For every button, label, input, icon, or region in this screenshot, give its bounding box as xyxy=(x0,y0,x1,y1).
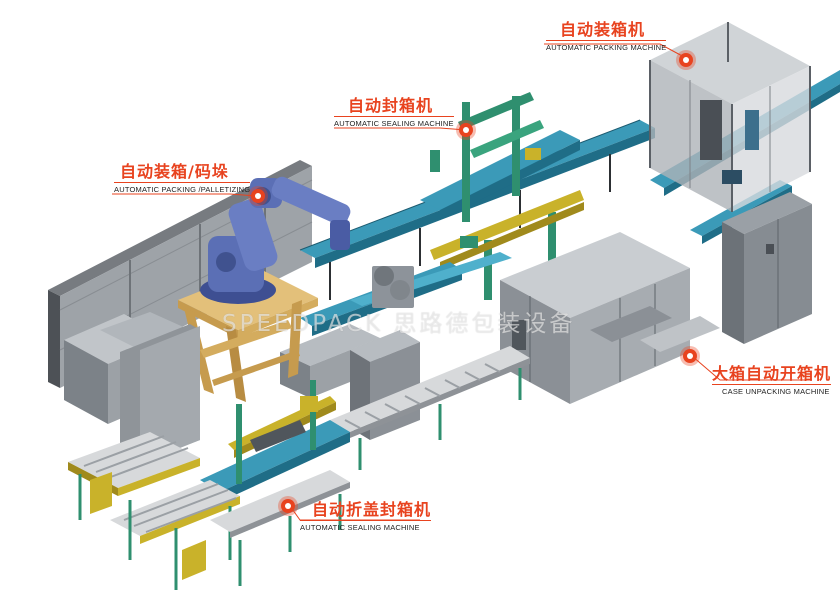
middle-conveyor xyxy=(300,252,512,336)
marker-case-unpacking xyxy=(683,349,697,363)
callout-sealing-top: 自动封箱机 AUTOMATIC SEALING MACHINE xyxy=(334,96,454,129)
callout-underline xyxy=(300,520,432,521)
callout-title: 自动装箱机 xyxy=(560,20,646,39)
callout-title: 自动封箱机 xyxy=(348,96,434,115)
callout-title: 大箱自动开箱机 xyxy=(712,364,832,383)
packing-machine xyxy=(649,22,811,212)
callout-case-unpacking: 大箱自动开箱机 CASE UNPACKING MACHINE xyxy=(712,364,832,397)
leader-lines xyxy=(112,43,812,521)
marker-sealing-top xyxy=(459,123,473,137)
robot-cell xyxy=(178,176,351,402)
callout-subtitle: AUTOMATIC PACKING /PALLETIZING xyxy=(114,185,251,194)
sealing-machine-top xyxy=(420,92,584,300)
callout-fold-sealing: 自动折盖封箱机 AUTOMATIC SEALING MACHINE xyxy=(300,500,432,533)
callout-subtitle: CASE UNPACKING MACHINE xyxy=(722,387,830,396)
case-unpacking-machine xyxy=(500,232,720,404)
callout-underline xyxy=(712,384,832,385)
callout-subtitle: AUTOMATIC PACKING MACHINE xyxy=(546,43,667,52)
roller-conveyor-lower xyxy=(330,346,530,470)
roller-conveyor-bottom-left xyxy=(68,432,240,590)
callout-subtitle: AUTOMATIC SEALING MACHINE xyxy=(334,119,454,128)
callout-packing-palletizing: 自动装箱/码垛 AUTOMATIC PACKING /PALLETIZING xyxy=(114,162,251,195)
carton-stack-left xyxy=(64,312,200,466)
control-cabinet xyxy=(722,192,812,344)
marker-packing-palletizing xyxy=(251,189,265,203)
marker-fold-sealing xyxy=(281,499,295,513)
marker-packing-machine xyxy=(679,53,693,67)
callout-packing-machine: 自动装箱机 AUTOMATIC PACKING MACHINE xyxy=(546,20,667,53)
callout-underline xyxy=(334,116,454,117)
callout-title: 自动折盖封箱机 xyxy=(312,500,432,519)
callout-underline xyxy=(114,182,251,183)
callout-subtitle: AUTOMATIC SEALING MACHINE xyxy=(300,523,420,532)
callout-underline xyxy=(546,40,667,41)
fold-sealing-machine xyxy=(200,380,350,502)
callout-title: 自动装箱/码垛 xyxy=(120,162,229,181)
